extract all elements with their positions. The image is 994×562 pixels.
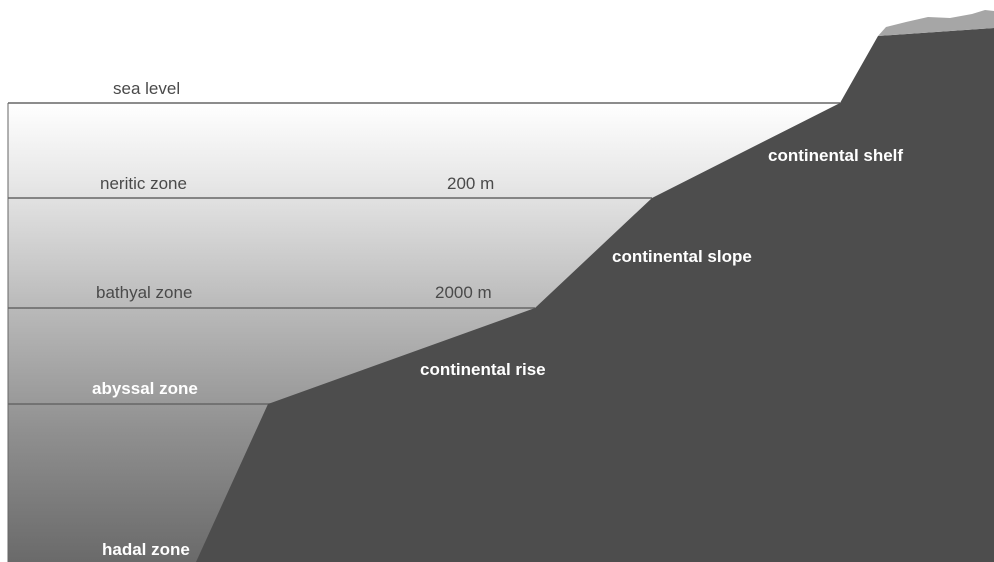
continental-rise-label: continental rise <box>420 360 546 379</box>
seafloor-landmass <box>196 28 994 562</box>
depth-2000-label: 2000 m <box>435 283 492 302</box>
abyssal-zone-label: abyssal zone <box>92 379 198 398</box>
land-surface <box>878 10 994 36</box>
neritic-zone-label: neritic zone <box>100 174 187 193</box>
bathyal-zone-label: bathyal zone <box>96 283 192 302</box>
depth-200-label: 200 m <box>447 174 494 193</box>
continental-slope-label: continental slope <box>612 247 752 266</box>
sea-level-label: sea level <box>113 79 180 98</box>
hadal-zone-label: hadal zone <box>102 540 190 559</box>
continental-shelf-label: continental shelf <box>768 146 903 165</box>
